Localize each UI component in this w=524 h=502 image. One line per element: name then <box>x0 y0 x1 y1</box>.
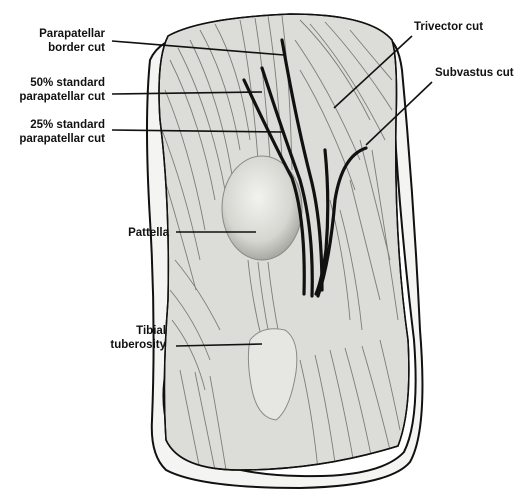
label-patella: Pattella <box>128 227 170 239</box>
leader-subvastus <box>365 81 433 146</box>
leader-parapatellar-border <box>111 40 285 56</box>
label-parapatellar-border-line2: border cut <box>48 42 105 54</box>
leader-standard-25 <box>111 129 283 133</box>
patella-bone <box>221 155 303 261</box>
leader-tibial-tuberosity <box>175 343 263 347</box>
label-standard-25-line2: parapatellar cut <box>19 133 105 145</box>
standard-25-incision <box>242 78 306 296</box>
subvastus-incision <box>316 146 368 298</box>
exposed-tissue <box>158 13 410 471</box>
label-tibial-tuberosity-line1: Tibial <box>136 325 166 337</box>
label-standard-25-line1: 25% standard <box>30 119 105 131</box>
leader-standard-50 <box>111 91 263 95</box>
tibial-tuberosity-bone <box>247 328 298 421</box>
parapatellar-border-incision <box>280 38 324 292</box>
label-tibial-tuberosity-line2: tuberosity <box>110 339 166 351</box>
leader-trivector <box>333 35 413 109</box>
leader-lines <box>111 35 433 347</box>
label-trivector-cut: Trivector cut <box>414 21 483 33</box>
incision-lines <box>242 38 368 298</box>
label-subvastus-cut: Subvastus cut <box>435 67 514 79</box>
label-parapatellar-border-line1: Parapatellar <box>39 28 105 40</box>
standard-50-incision <box>260 66 314 298</box>
label-standard-50-line2: parapatellar cut <box>19 91 105 103</box>
label-standard-50-line1: 50% standard <box>30 77 105 89</box>
labels: Parapatellar border cut 50% standard par… <box>19 21 513 351</box>
trivector-incision <box>314 148 330 296</box>
